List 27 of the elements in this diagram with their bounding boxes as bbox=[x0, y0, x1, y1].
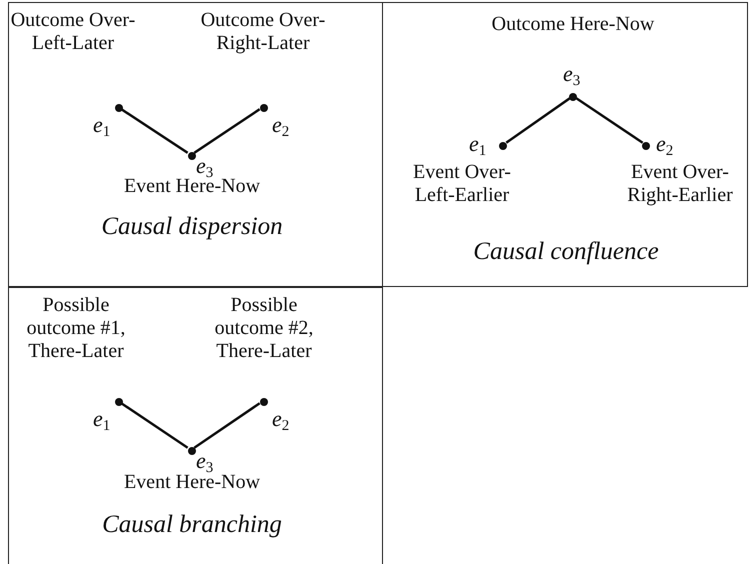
event-description: Event Over- Right-Earlier bbox=[626, 161, 734, 207]
connecting-line bbox=[194, 402, 260, 449]
event-label: e$_{1}$ bbox=[93, 114, 110, 140]
panel-caption: Causal dispersion bbox=[101, 212, 283, 242]
panel-caption: Causal confluence bbox=[473, 237, 659, 267]
connecting-line bbox=[506, 97, 570, 144]
connecting-line bbox=[120, 108, 188, 154]
panel-caption: Causal branching bbox=[102, 510, 282, 540]
connecting-line bbox=[576, 97, 644, 144]
event-description: Possible outcome #2, There-Later bbox=[214, 294, 314, 363]
event-label: e$_{1}$ bbox=[93, 408, 110, 434]
event-label: e$_{2}$ bbox=[272, 408, 290, 434]
connecting-line bbox=[194, 108, 260, 154]
connecting-line bbox=[120, 402, 188, 449]
event-description: Outcome Over- Right-Later bbox=[200, 9, 326, 55]
event-label: e$_{2}$ bbox=[656, 133, 674, 159]
event-description: Event Over- Left-Earlier bbox=[412, 161, 512, 207]
diagram-panel bbox=[383, 2, 748, 287]
diagram-panel bbox=[8, 287, 383, 564]
event-label: e$_{1}$ bbox=[469, 133, 486, 159]
event-description: Possible outcome #1, There-Later bbox=[26, 294, 126, 363]
diagram-panel bbox=[8, 2, 383, 287]
event-description: Outcome Here-Now bbox=[490, 13, 656, 36]
event-label: e$_{2}$ bbox=[272, 114, 290, 140]
event-description: Outcome Over- Left-Later bbox=[10, 9, 136, 55]
event-label: e$_{3}$ bbox=[196, 155, 214, 181]
event-label: e$_{3}$ bbox=[563, 63, 580, 89]
